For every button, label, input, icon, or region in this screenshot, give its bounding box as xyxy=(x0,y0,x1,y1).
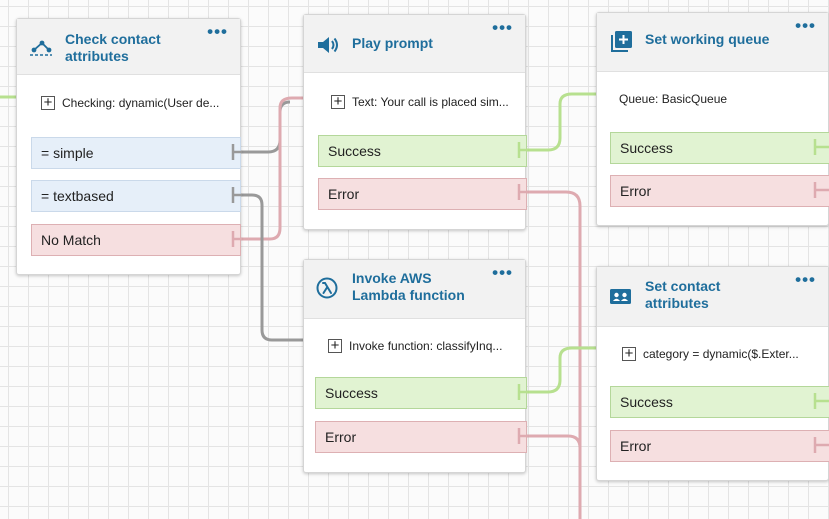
speaker-icon xyxy=(318,37,338,53)
connector-play-error xyxy=(520,190,582,519)
branch-error[interactable]: Error xyxy=(610,175,829,207)
invoke-lambda-block[interactable]: Invoke AWS Lambda function ••• + Invoke … xyxy=(303,259,527,473)
block-menu-button[interactable]: ••• xyxy=(492,263,513,282)
block-input-connector[interactable]: + category = dynamic($.Exter... xyxy=(622,346,799,361)
block-menu-button[interactable]: ••• xyxy=(492,18,513,37)
set-contact-attributes-block[interactable]: Set contact attributes ••• + category = … xyxy=(596,266,829,481)
block-menu-button[interactable]: ••• xyxy=(795,16,816,35)
block-input-connector[interactable]: + Text: Your call is placed sim... xyxy=(331,94,509,109)
input-label: Checking: dynamic(User de... xyxy=(62,96,220,110)
plus-icon[interactable]: + xyxy=(41,95,55,110)
branch-no-match[interactable]: No Match xyxy=(31,224,241,256)
block-input-connector[interactable]: + Checking: dynamic(User de... xyxy=(41,95,220,110)
set-working-queue-block[interactable]: Set working queue ••• Queue: BasicQueue … xyxy=(596,12,829,226)
play-prompt-block[interactable]: Play prompt ••• + Text: Your call is pla… xyxy=(303,14,527,230)
block-input-connector[interactable]: + Invoke function: classifyInq... xyxy=(328,338,503,353)
contact-card-icon xyxy=(610,289,631,304)
input-label: Queue: BasicQueue xyxy=(619,92,728,106)
branch-success[interactable]: Success xyxy=(610,386,829,418)
connector-lambda-error xyxy=(520,434,582,519)
branch-success[interactable]: Success xyxy=(315,377,527,409)
block-header: Play prompt ••• xyxy=(304,15,525,73)
block-title: Set contact attributes xyxy=(645,278,721,311)
branch-error[interactable]: Error xyxy=(315,421,527,453)
block-header: Check contact attributes ••• xyxy=(17,19,240,75)
input-label: category = dynamic($.Exter... xyxy=(643,347,799,361)
branch-icon xyxy=(30,40,52,56)
block-title: Invoke AWS Lambda function xyxy=(352,270,465,303)
plus-icon[interactable]: + xyxy=(328,338,342,353)
lambda-icon xyxy=(316,277,338,299)
block-title: Set working queue xyxy=(645,31,770,47)
block-header: Set working queue ••• xyxy=(597,13,828,72)
connector-textbased-to-lambda xyxy=(235,193,311,342)
check-contact-attributes-block[interactable]: Check contact attributes ••• + Checking:… xyxy=(16,18,241,275)
block-title: Play prompt xyxy=(352,35,433,51)
branch-simple[interactable]: = simple xyxy=(31,137,241,169)
branch-error[interactable]: Error xyxy=(318,178,527,210)
branch-success[interactable]: Success xyxy=(610,132,829,164)
input-label: Text: Your call is placed sim... xyxy=(352,95,509,109)
block-input-connector[interactable]: Queue: BasicQueue xyxy=(619,92,727,106)
plus-icon[interactable]: + xyxy=(622,346,636,361)
queue-add-icon xyxy=(611,31,632,52)
block-header: Invoke AWS Lambda function ••• xyxy=(304,260,525,319)
connector-lambda-success-to-set-contact xyxy=(520,346,607,394)
connector-play-success-to-queue xyxy=(520,92,607,152)
branch-textbased[interactable]: = textbased xyxy=(31,180,241,212)
branch-error[interactable]: Error xyxy=(610,430,829,462)
connector-simple-to-play-prompt xyxy=(235,100,291,154)
block-menu-button[interactable]: ••• xyxy=(207,22,228,41)
block-menu-button[interactable]: ••• xyxy=(795,270,816,289)
input-label: Invoke function: classifyInq... xyxy=(349,339,503,353)
plus-icon[interactable]: + xyxy=(331,94,345,109)
block-header: Set contact attributes ••• xyxy=(597,267,828,327)
connector-nomatch-to-play-prompt xyxy=(235,96,312,241)
block-title: Check contact attributes xyxy=(65,31,161,64)
branch-success[interactable]: Success xyxy=(318,135,527,167)
